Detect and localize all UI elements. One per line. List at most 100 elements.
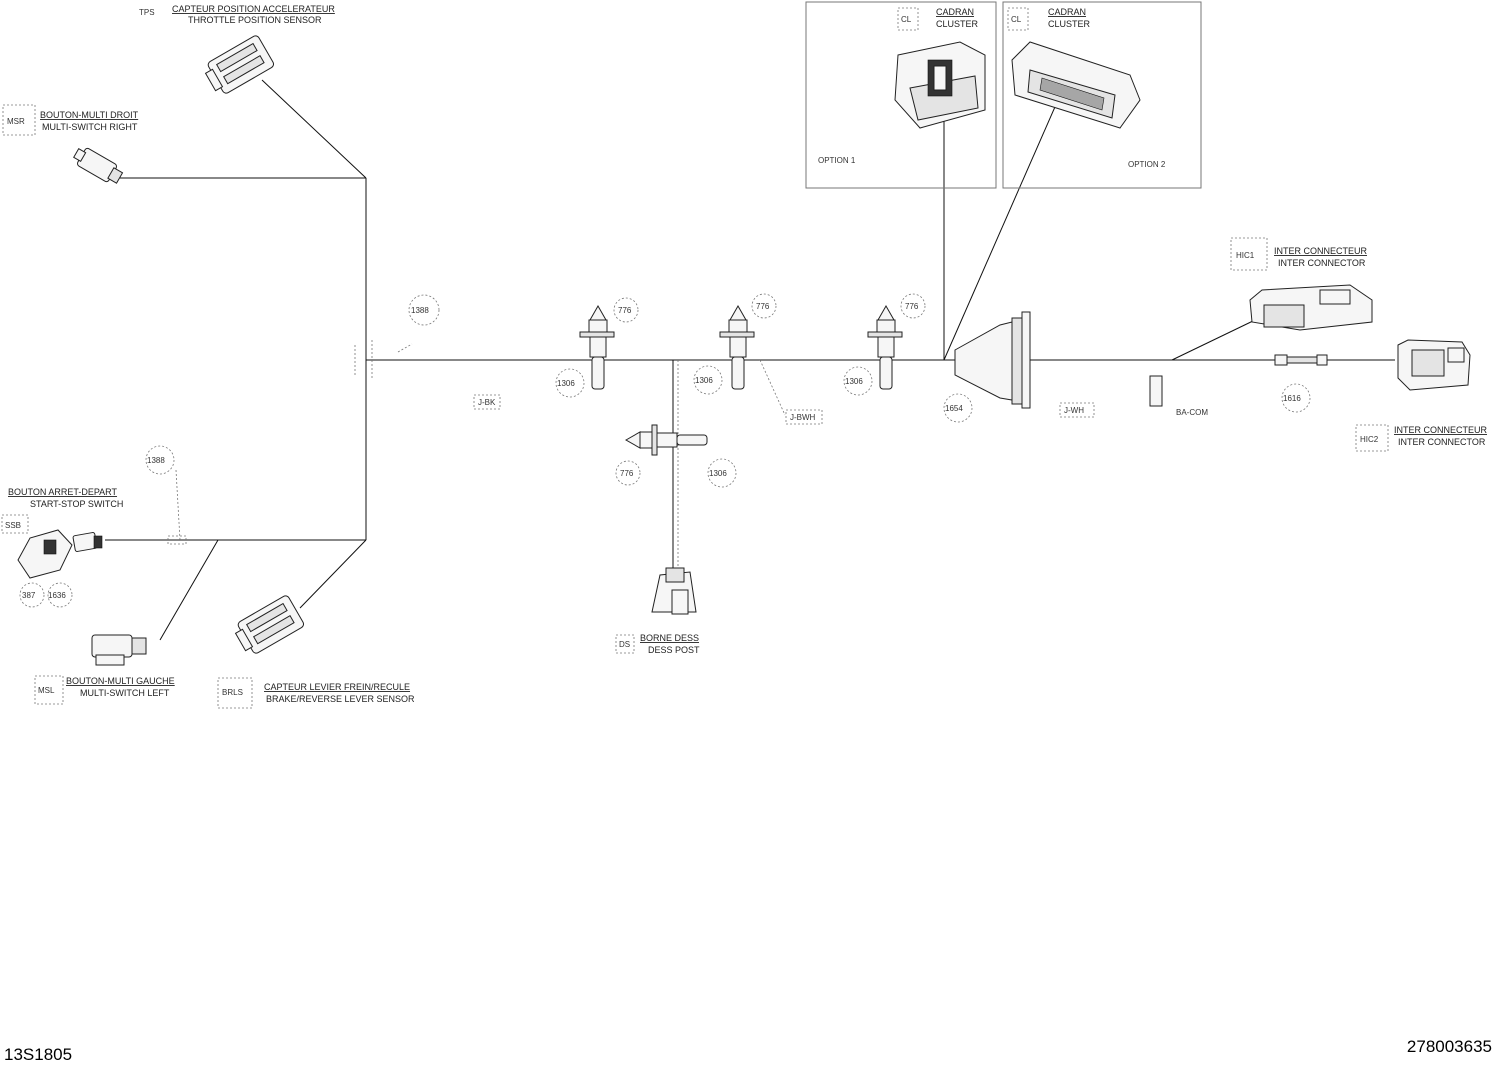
cl2-option: OPTION 2 — [1128, 160, 1166, 169]
cluster-option-2-connector — [1011, 41, 1141, 129]
callout-1306-1-circle — [555, 368, 585, 398]
ground-post-1 — [579, 304, 615, 390]
hic2-code: HIC2 — [1360, 435, 1379, 444]
callout-387-circle — [19, 582, 45, 608]
cl2-label-fr: CADRAN — [1048, 7, 1086, 17]
inline-fuse — [1274, 354, 1328, 366]
callout-1616-circle — [1281, 383, 1311, 413]
brls-code-box — [217, 677, 253, 709]
callout-1306-1: 1306 — [557, 379, 575, 388]
ds-label-fr: BORNE DESS — [640, 633, 699, 643]
callout-1388-lower-circle — [145, 445, 175, 475]
tps-code: TPS — [139, 8, 155, 17]
callout-1306-4-circle — [707, 458, 737, 488]
tag-j-wh-box — [1059, 402, 1095, 418]
callout-1306-2: 1306 — [695, 376, 713, 385]
cl1-code-box — [897, 7, 919, 31]
tag-j-bwh-box — [785, 409, 823, 425]
callout-1654: 1654 — [945, 404, 963, 413]
cluster-option-1-connector — [894, 41, 986, 129]
callout-776-1: 776 — [618, 306, 632, 315]
brls-label-fr: CAPTEUR LEVIER FREIN/RECULE — [264, 682, 410, 692]
callout-1388-lower: 1388 — [147, 456, 165, 465]
callout-1654-circle — [943, 393, 973, 423]
callout-776-4-circle — [615, 460, 641, 486]
harness-grommet — [954, 311, 1031, 409]
callout-776-3-circle — [900, 293, 926, 319]
callout-1306-2-circle — [693, 365, 723, 395]
ssb-label-en: START-STOP SWITCH — [30, 499, 123, 509]
throttle-position-sensor-connector — [204, 35, 275, 94]
ssb-code-box — [1, 514, 29, 534]
cluster-option-2-frame — [1002, 1, 1202, 189]
tag-ba-com: BA-COM — [1176, 408, 1208, 417]
ssb-code: SSB — [5, 521, 21, 530]
brake-reverse-lever-sensor-connector — [234, 595, 305, 654]
callout-1388-trunk-circle — [408, 294, 440, 326]
msl-label-en: MULTI-SWITCH LEFT — [80, 688, 170, 698]
callout-1306-3-circle — [843, 366, 873, 396]
callout-776-3: 776 — [905, 302, 919, 311]
cl1-option: OPTION 1 — [818, 156, 856, 165]
ground-post-3 — [867, 304, 903, 390]
hic1-label-fr: INTER CONNECTEUR — [1274, 246, 1368, 256]
multi-switch-right-connector — [73, 147, 124, 184]
start-stop-switch-body — [17, 529, 103, 579]
tps-label-en: THROTTLE POSITION SENSOR — [188, 15, 322, 25]
hic2-code-box — [1355, 424, 1389, 452]
msl-code: MSL — [38, 686, 55, 695]
cl1-code: CL — [901, 15, 912, 24]
dess-post-connector — [651, 567, 697, 615]
callout-1636-circle — [47, 582, 73, 608]
msr-code: MSR — [7, 117, 25, 126]
ground-post-2 — [719, 304, 755, 390]
hic2-label-fr: INTER CONNECTEUR — [1394, 425, 1488, 435]
figure-code-left: 13S1805 — [4, 1045, 73, 1064]
cluster-option-1-frame — [805, 1, 997, 189]
ds-code-box — [615, 634, 635, 654]
callout-1306-3: 1306 — [845, 377, 863, 386]
msr-label-fr: BOUTON-MULTI DROIT — [40, 110, 139, 120]
msl-code-box — [34, 675, 64, 705]
cl1-label-fr: CADRAN — [936, 7, 974, 17]
callout-1388-trunk: 1388 — [411, 306, 429, 315]
callout-1636: 1636 — [48, 591, 66, 600]
msl-label-fr: BOUTON-MULTI GAUCHE — [66, 676, 175, 686]
callout-1616: 1616 — [1283, 394, 1301, 403]
msr-code-box — [2, 104, 36, 136]
brls-code: BRLS — [222, 688, 243, 697]
msr-label-en: MULTI-SWITCH RIGHT — [42, 122, 138, 132]
multi-switch-left-connector — [91, 634, 147, 666]
inter-connector-1-housing — [1249, 284, 1373, 331]
hic1-code: HIC1 — [1236, 251, 1255, 260]
hic1-label-en: INTER CONNECTOR — [1278, 258, 1366, 268]
tps-label-fr: CAPTEUR POSITION ACCELERATEUR — [172, 4, 335, 14]
callout-776-1-circle — [613, 297, 639, 323]
tag-j-bk-box — [473, 394, 501, 410]
tag-j-wh: J-WH — [1064, 406, 1084, 415]
cl1-label-en: CLUSTER — [936, 19, 979, 29]
callout-776-4: 776 — [620, 469, 634, 478]
splice-connector — [1149, 375, 1163, 407]
ds-label-en: DESS POST — [648, 645, 700, 655]
splice-tag — [167, 535, 187, 545]
hic2-label-en: INTER CONNECTOR — [1398, 437, 1486, 447]
brls-label-en: BRAKE/REVERSE LEVER SENSOR — [266, 694, 415, 704]
callout-776-2-circle — [751, 293, 777, 319]
callout-387: 387 — [22, 591, 36, 600]
inter-connector-2-housing — [1397, 339, 1471, 391]
ground-post-4 — [624, 424, 708, 456]
callout-776-2: 776 — [756, 302, 770, 311]
ds-code: DS — [619, 640, 630, 649]
harness-wires — [105, 79, 1395, 641]
cl2-code: CL — [1011, 15, 1022, 24]
tag-j-bk: J-BK — [478, 398, 496, 407]
callout-1306-4: 1306 — [709, 469, 727, 478]
hic1-code-box — [1230, 237, 1268, 271]
cl2-label-en: CLUSTER — [1048, 19, 1091, 29]
cl2-code-box — [1007, 7, 1029, 31]
ssb-label-fr: BOUTON ARRET-DEPART — [8, 487, 118, 497]
figure-code-right: 278003635 — [1406, 1037, 1492, 1056]
tag-j-bwh: J-BWH — [790, 413, 816, 422]
